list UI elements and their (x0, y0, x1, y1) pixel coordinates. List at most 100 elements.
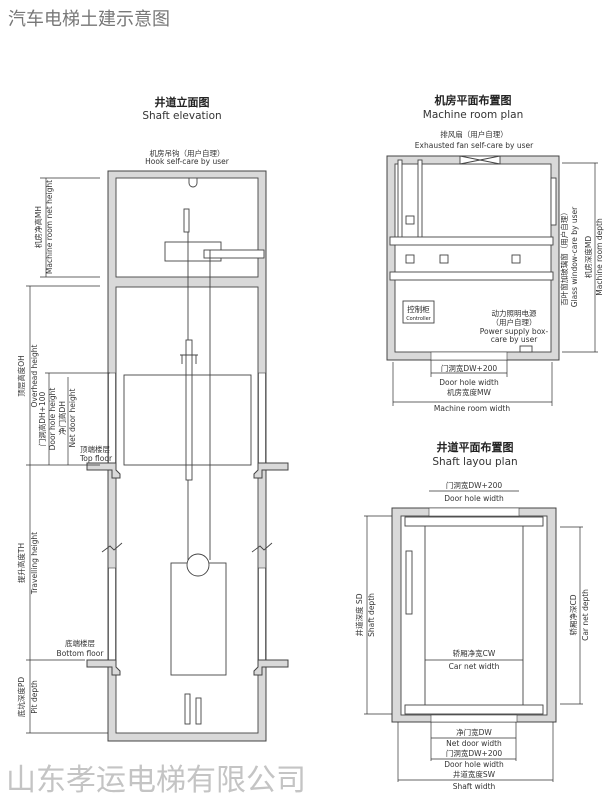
dw-label-cn: 净门宽DW (456, 727, 492, 737)
th-label-cn: 提升高度TH (16, 543, 26, 583)
shaft-plan-title-cn: 井道平面布置图 (437, 440, 514, 454)
dh100-label-cn: 门洞高DH+100 (37, 392, 47, 447)
power-label-cn: 动力照明电源 (492, 308, 537, 318)
hole (511, 254, 521, 264)
buffer (184, 693, 191, 725)
md-dimension (562, 162, 598, 353)
bottom-floor-label-en: Bottom floor (57, 649, 105, 658)
bottom-floor-slab-left (86, 659, 121, 676)
shaft-elevation: 井道立面图 Shaft elevation 机房吊钩（用户自理） Hook se… (16, 95, 289, 742)
oh-label-cn: 顶层高度OH (16, 355, 26, 397)
top-door-opening (428, 507, 520, 517)
bottom-floor-label-cn: 底端楼层 (65, 638, 95, 648)
guide-rail (185, 339, 193, 481)
mh-label-en: Machine room net height (45, 180, 54, 274)
top-dw200-label-en: Door hole width (444, 494, 504, 503)
mw-label-en: Machine room width (434, 404, 510, 413)
sd-label-cn: 井道深度 SD (354, 593, 364, 636)
hook-label-en: Hook self-care by user (145, 157, 230, 166)
watermark: 山东孝运电梯有限公司 (6, 763, 306, 798)
power-label-en: Power supply box- (480, 327, 549, 336)
top-floor-slab-right (253, 462, 289, 479)
dw-label-en: Net door width (446, 739, 502, 748)
dh100-label-en: Door hole height (48, 388, 57, 451)
controller-label-cn: 控制柜 (407, 304, 430, 314)
pd-label-en: Pit depth (30, 680, 39, 714)
power-box (519, 345, 533, 353)
top-door-opening-right (258, 372, 266, 464)
controller-label-en: Controller (406, 316, 432, 322)
cd-label-cn: 轿厢净深CD (568, 594, 578, 635)
hole (405, 215, 415, 225)
elevation-title-cn: 井道立面图 (155, 95, 210, 109)
sd-dimension (364, 515, 392, 715)
cw-label-cn: 轿厢净宽CW (453, 648, 496, 658)
counterweight (170, 562, 227, 676)
pulley-icon (186, 553, 210, 577)
rail-bracket (180, 354, 198, 364)
dw200-label-cn: 门洞宽DW+200 (441, 363, 498, 373)
fan-icon (459, 155, 501, 165)
mw-label-cn: 机房宽度MW (447, 387, 491, 397)
height-dimension-line (26, 285, 108, 734)
shaft-plan: 井道平面布置图 Shaft layou plan 门洞宽DW+200 Door … (354, 440, 590, 723)
buffer (195, 697, 202, 725)
sw-label-en: Shaft width (453, 782, 496, 791)
controller-box (402, 300, 435, 324)
door-sill (404, 704, 544, 715)
machine-motor (183, 208, 190, 233)
mh-label-cn: 机房净高MH (33, 206, 43, 248)
rail-post (417, 159, 423, 241)
window-label-cn: 百叶窗加玻璃窗（用户自理） (559, 208, 569, 306)
bottom-door-opening-right (258, 567, 266, 661)
md-label-en: Machine room depth (595, 218, 604, 296)
elevation-title-en: Shaft elevation (142, 110, 221, 122)
power-label-cn2: （用户自理） (492, 317, 537, 327)
dw200-label-en: Door hole width (444, 760, 504, 769)
window-label-en: Glass window-care by user (570, 206, 579, 307)
extension-lines (397, 722, 554, 782)
shaft-plan-space (400, 515, 548, 716)
th-label-en: Travelling height (30, 532, 39, 595)
beam (389, 236, 554, 246)
top-floor-label-cn: 顶端楼层 (80, 444, 110, 454)
cw-label-en: Car net width (449, 662, 500, 671)
top-floor-label-en: Top floor (79, 454, 113, 463)
dh-label-cn: 净门高DH (57, 401, 67, 435)
hook-icon (188, 178, 198, 188)
hole (439, 254, 449, 264)
hook-label-cn: 机房吊钩（用户自理） (150, 148, 225, 158)
fan-label-en: Exhausted fan self-care by user (415, 141, 534, 150)
shaft-plan-title-en: Shaft layou plan (432, 456, 517, 468)
oh-label-en: Overhead height (30, 344, 39, 407)
window (550, 177, 557, 226)
car (123, 374, 252, 466)
sw-label-cn: 井道宽度SW (453, 769, 496, 779)
sd-label-en: Shaft depth (367, 593, 376, 637)
power-label-en2: care by user (491, 335, 538, 344)
bottom-door-opening (430, 714, 518, 723)
mw-dimension (392, 362, 553, 406)
machine-room-title-cn: 机房平面布置图 (435, 93, 512, 107)
shaft-plan-bottom-dims: 净门宽DW Net door width 门洞宽DW+200 Door hole… (397, 722, 554, 791)
dh-label-en: Net door height (68, 389, 77, 448)
cd-label-en: Car net depth (581, 589, 590, 641)
cd-dimension (560, 526, 583, 705)
page-title: 汽车电梯土建示意图 (8, 9, 170, 30)
door-sill (404, 516, 544, 527)
bottom-door-opening (108, 567, 116, 661)
beam (389, 271, 554, 281)
md-label-cn: 机房深度MD (583, 236, 593, 278)
pd-label-cn: 底坑深度PD (16, 677, 26, 718)
machine-room-title-en: Machine room plan (423, 109, 523, 121)
break-mark-icon (251, 542, 273, 553)
machine-beam (203, 249, 265, 259)
dw200-label-cn: 门洞宽DW+200 (446, 748, 503, 758)
car-panel (405, 550, 413, 615)
top-dw200-label-cn: 门洞宽DW+200 (446, 480, 503, 490)
machine-room-door (430, 351, 508, 361)
dw200-label-en: Door hole width (439, 378, 499, 387)
break-mark-icon (101, 542, 123, 553)
dh100-dimension (45, 372, 110, 465)
